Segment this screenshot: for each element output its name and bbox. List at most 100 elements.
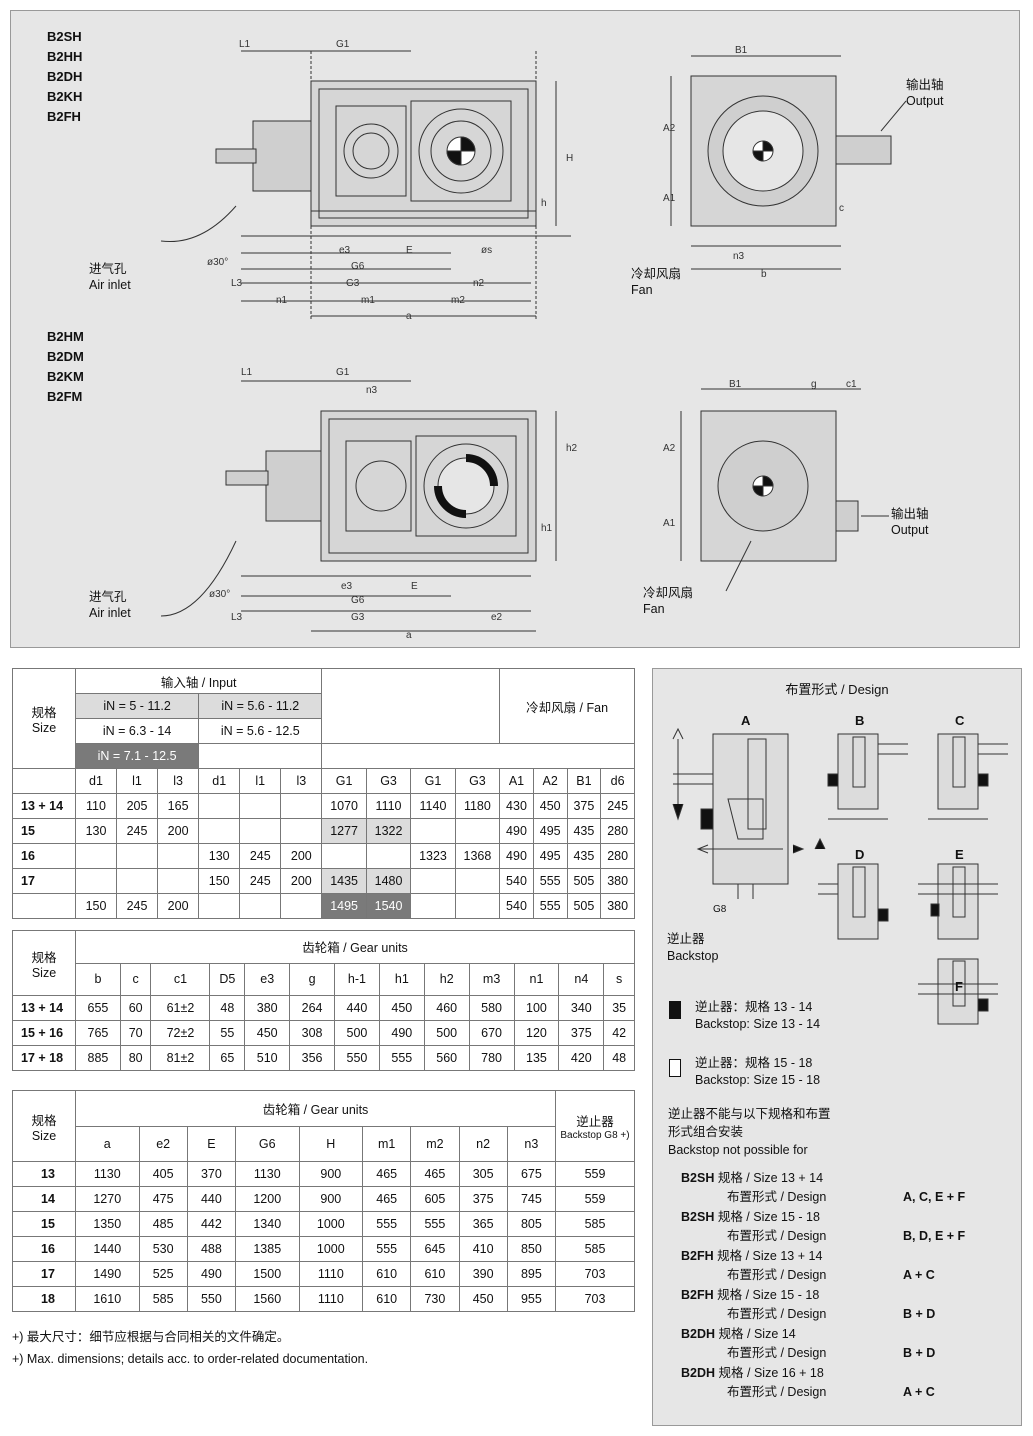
restriction-result: A + C (903, 1385, 935, 1399)
table-cell: 1540 (365, 893, 412, 919)
fan-callout-bottom: 冷却风扇 Fan (643, 586, 694, 616)
table-cell: 675 (506, 1161, 557, 1187)
table-cell (116, 843, 159, 869)
column-header: s (603, 962, 635, 996)
table-cell (239, 893, 282, 919)
table-cell: 450 (378, 995, 425, 1021)
table-cell: 610 (362, 1286, 412, 1312)
model-label: B2DH (47, 69, 83, 84)
design-panel: 布置形式 / Design (652, 668, 1022, 1426)
svg-text:L1: L1 (241, 367, 253, 378)
table-cell: 200 (280, 868, 323, 894)
svg-text:A1: A1 (663, 193, 676, 204)
table-cell: 440 (334, 995, 380, 1021)
table-cell: 955 (506, 1286, 557, 1312)
table-cell: 410 (458, 1236, 508, 1262)
design-label-e: E (955, 847, 964, 862)
table-cell: 703 (555, 1286, 635, 1312)
table-cell: 540 (499, 868, 534, 894)
column-header: E (186, 1125, 236, 1162)
column-header: e3 (244, 962, 291, 996)
column-header: b (75, 962, 121, 996)
table-cell: 1130 (234, 1161, 300, 1187)
svg-text:e2: e2 (491, 612, 503, 623)
column-header: d1 (74, 768, 118, 794)
size-cell: 17 (12, 1261, 76, 1287)
column-header: h2 (423, 962, 470, 996)
table-cell: 61±2 (150, 995, 211, 1021)
table-cell: 55 (209, 1020, 246, 1046)
table-cell: 435 (566, 843, 602, 869)
table-cell: 1490 (75, 1261, 140, 1287)
restriction-heading: 逆止器不能与以下规格和布置 形式组合安装 Backstop not possib… (668, 1107, 831, 1157)
column-header: l1 (239, 768, 282, 794)
svg-text:n1: n1 (276, 295, 288, 306)
size-cell: 15 (12, 1211, 76, 1237)
table-cell: 850 (506, 1236, 557, 1262)
table-cell: 465 (410, 1161, 460, 1187)
restriction-row: B2DH 规格 / Size 16 + 18 (681, 1364, 1011, 1383)
svg-text:e3: e3 (341, 581, 353, 592)
output-callout-top: 输出轴 Output (906, 78, 944, 108)
table-cell: 205 (116, 793, 159, 819)
model-label: B2HM (47, 329, 84, 344)
restriction-result: B + D (903, 1346, 936, 1360)
size-cell: 18 (12, 893, 76, 919)
table-cell: 490 (499, 818, 534, 844)
svg-text:h1: h1 (541, 523, 553, 534)
column-header: d1 (198, 768, 241, 794)
size-cell: 15 + 16 (12, 1020, 76, 1046)
table-cell: 380 (600, 868, 635, 894)
backstop-callout: 逆止器 Backstop (667, 932, 719, 963)
table-cell: 81±2 (150, 1045, 211, 1071)
table-cell: 380 (244, 995, 291, 1021)
table-cell: 130 (198, 843, 241, 869)
table-cell: 340 (558, 995, 605, 1021)
svg-text:n3: n3 (366, 385, 378, 396)
table-cell: 475 (138, 1186, 188, 1212)
column-header: h1 (378, 962, 425, 996)
table-cell: 490 (186, 1261, 236, 1287)
table-cell: 490 (378, 1020, 425, 1046)
table-cell (157, 868, 200, 894)
table-cell: 585 (555, 1211, 635, 1237)
table-cell: 555 (532, 868, 568, 894)
table-cell: 550 (334, 1045, 380, 1071)
table-cell: 465 (362, 1161, 412, 1187)
table-cell: 1110 (298, 1261, 364, 1287)
table-cell: 495 (532, 818, 568, 844)
restriction-row: B2SH 规格 / Size 13 + 14 (681, 1169, 1011, 1188)
bottom-side-view (680, 388, 889, 592)
design-text: 布置形式 / Design (727, 1346, 827, 1360)
table-cell: 200 (280, 843, 323, 869)
column-header: m3 (468, 962, 515, 996)
table-cell: 885 (75, 1045, 121, 1071)
table-cell: 703 (555, 1261, 635, 1287)
design-text: 布置形式 / Design (727, 1190, 827, 1204)
table-cell: 305 (458, 1161, 508, 1187)
table-cell: 405 (138, 1161, 188, 1187)
size-text: 规格 / Size 14 (718, 1327, 796, 1341)
column-header: G1 (321, 768, 367, 794)
column-header: D5 (209, 962, 246, 996)
table-cell: 200 (157, 893, 200, 919)
table-cell: 430 (499, 793, 534, 819)
svg-text:G3: G3 (351, 612, 365, 623)
table-cell: 70 (119, 1020, 152, 1046)
table-cell: 1350 (75, 1211, 140, 1237)
table-cell: 356 (289, 1045, 336, 1071)
table-cell (157, 843, 200, 869)
model-name: B2FH (681, 1288, 714, 1302)
table-cell: 555 (532, 893, 568, 919)
backstop-filled-icon (669, 1001, 681, 1019)
table-cell: 610 (362, 1261, 412, 1287)
backstop-open-icon (669, 1059, 681, 1077)
column-header: n3 (506, 1125, 557, 1162)
table-cell: 1200 (234, 1186, 300, 1212)
table-cell (410, 818, 456, 844)
